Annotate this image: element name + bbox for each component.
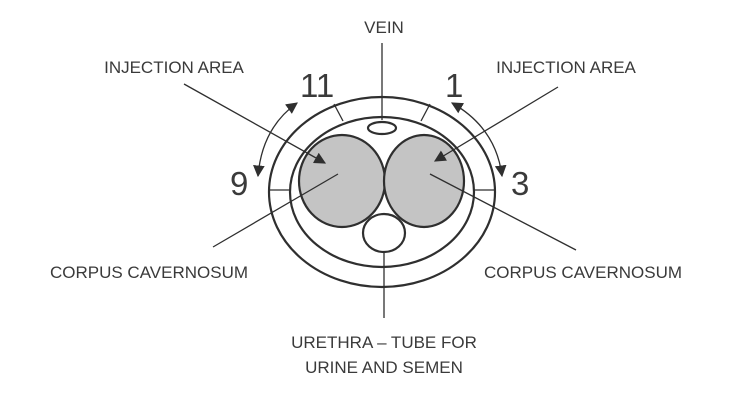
corpus-right-leader-line — [429, 173, 577, 251]
injection-right-leader-arrow — [433, 86, 559, 162]
corpus-cavernosum-right-label: CORPUS CAVERNOSUM — [484, 263, 682, 282]
corpus-left-leader-line — [212, 173, 339, 248]
clock-label-3: 3 — [511, 165, 529, 202]
injection-area-right-label: INJECTION AREA — [496, 58, 636, 77]
tick-1-oclock — [420, 103, 431, 122]
rotation-arrow-right — [450, 102, 507, 178]
tick-11-oclock — [333, 103, 344, 122]
urethra — [361, 212, 407, 254]
injection-area-left-label: INJECTION AREA — [104, 58, 244, 77]
urethra-label-line2: URINE AND SEMEN — [305, 358, 463, 377]
urethra-label-line1: URETHRA – TUBE FOR — [291, 333, 477, 352]
injection-left-leader-arrow — [183, 83, 327, 164]
rotation-arrow-left — [253, 102, 298, 178]
clock-label-11: 11 — [300, 67, 334, 104]
clock-label-9: 9 — [230, 165, 248, 202]
vein-label: VEIN — [364, 18, 404, 37]
corpus-cavernosum-left-label: CORPUS CAVERNOSUM — [50, 263, 248, 282]
clock-label-1: 1 — [445, 67, 463, 104]
dorsal-vein — [366, 120, 398, 136]
corpus-cavernosum-left — [297, 133, 387, 229]
corpus-cavernosum-right — [382, 133, 466, 229]
